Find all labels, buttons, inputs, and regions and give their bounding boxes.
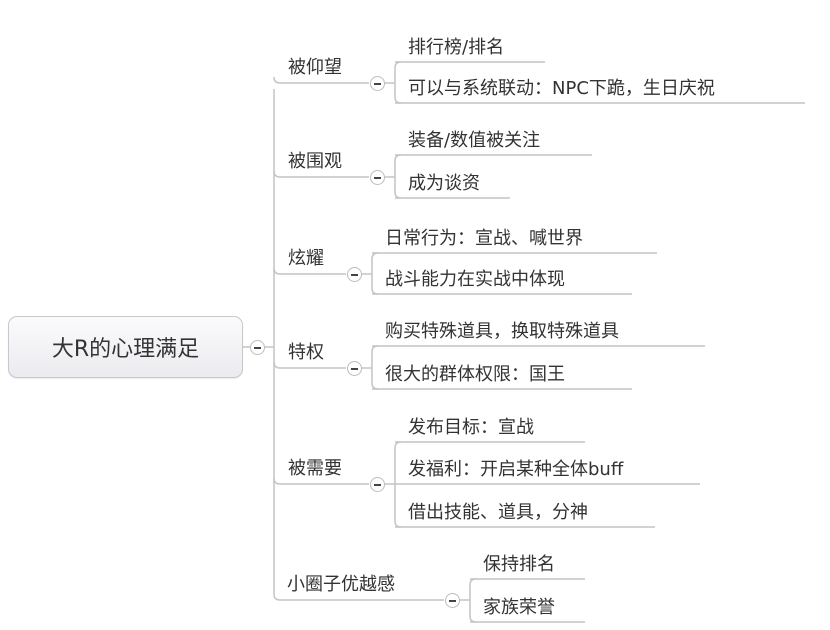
child-bracket	[394, 154, 402, 199]
collapse-toggle[interactable]	[370, 477, 385, 492]
subtopic[interactable]: 战斗能力在实战中体现	[385, 269, 565, 290]
subtopic[interactable]: 可以与系统联动：NPC下跪，生日庆祝	[408, 78, 715, 99]
branch-underline	[273, 76, 369, 84]
subtopic[interactable]: 购买特殊道具，换取特殊道具	[385, 321, 619, 342]
subtopic[interactable]: 成为谈资	[408, 173, 480, 194]
root-topic-label: 大R的心理满足	[51, 337, 200, 362]
branch-topic[interactable]: 被需要	[288, 458, 342, 479]
subtopic[interactable]: 日常行为：宣战、喊世界	[385, 228, 583, 249]
collapse-toggle[interactable]	[347, 267, 362, 282]
branch-underline	[273, 170, 369, 178]
subtopic[interactable]: 很大的群体权限：国王	[385, 364, 565, 385]
branch-topic[interactable]: 特权	[288, 342, 324, 363]
branch-underline	[273, 267, 346, 275]
collapse-toggle[interactable]	[445, 593, 460, 608]
branch-underline	[273, 593, 444, 601]
subtopic[interactable]: 发布目标：宣战	[408, 417, 534, 438]
subtopic[interactable]: 发福利：开启某种全体buff	[408, 459, 624, 480]
collapse-toggle[interactable]	[347, 361, 362, 376]
collapse-toggle[interactable]	[370, 170, 385, 185]
child-bracket	[371, 345, 379, 390]
root-collapse-toggle[interactable]	[250, 340, 265, 355]
branch-underline	[273, 477, 369, 485]
child-bracket	[371, 252, 379, 295]
root-topic[interactable]: 大R的心理满足	[8, 316, 243, 378]
branch-topic[interactable]: 小圈子优越感	[287, 574, 395, 595]
branch-topic[interactable]: 被围观	[288, 151, 342, 172]
subtopic[interactable]: 装备/数值被关注	[408, 130, 541, 151]
child-bracket	[394, 61, 402, 104]
collapse-toggle[interactable]	[370, 76, 385, 91]
child-bracket	[469, 578, 477, 623]
subtopic[interactable]: 排行榜/排名	[408, 37, 505, 58]
subtopic[interactable]: 保持排名	[483, 554, 555, 575]
subtopic[interactable]: 家族荣誉	[483, 597, 555, 618]
branch-underline	[273, 361, 346, 369]
subtopic[interactable]: 借出技能、道具，分神	[408, 502, 588, 523]
branch-topic[interactable]: 炫耀	[288, 248, 324, 269]
branch-topic[interactable]: 被仰望	[288, 57, 342, 78]
